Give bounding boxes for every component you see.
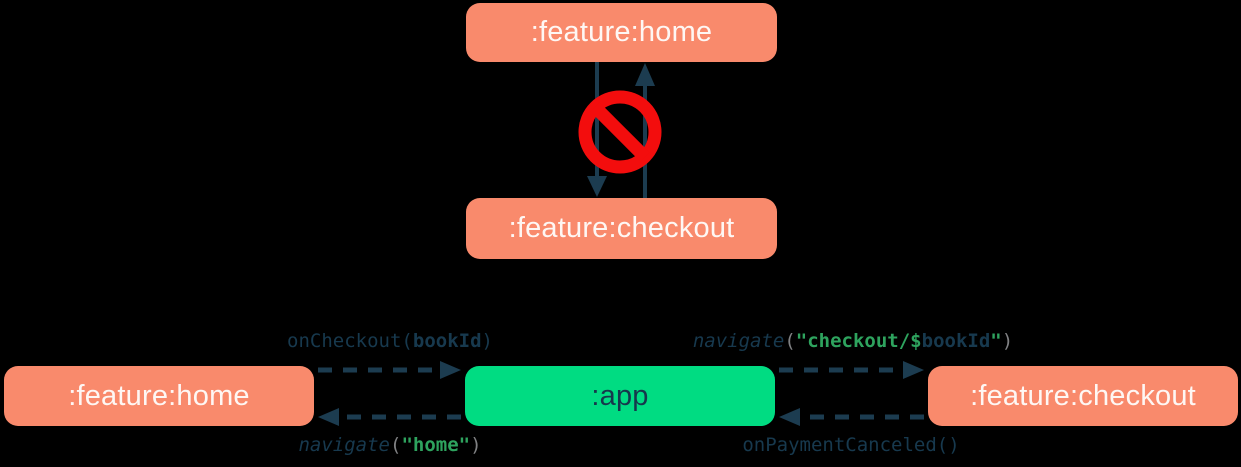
module-node-label: :feature:checkout <box>508 212 735 244</box>
no-entry-icon <box>578 90 662 174</box>
edge-label-navigate-checkout: navigate("checkout/$bookId") <box>692 330 1014 352</box>
module-node-label: :feature:home <box>68 379 250 412</box>
edge-navigate-home-arrow <box>318 408 461 426</box>
edge-label-oncheckout: onCheckout(bookId) <box>287 330 493 352</box>
module-node-feature-checkout-top: :feature:checkout <box>466 198 777 259</box>
module-node-label: :feature:checkout <box>970 379 1196 412</box>
edge-navigate-checkout-arrow <box>779 361 924 379</box>
module-node-label: :feature:home <box>530 16 713 48</box>
edge-oncheckout-arrow <box>318 361 461 379</box>
module-node-feature-home: :feature:home <box>4 366 314 426</box>
module-node-feature-home-top: :feature:home <box>466 3 777 62</box>
module-node-feature-checkout: :feature:checkout <box>928 366 1238 426</box>
edge-label-navigate-home: navigate("home") <box>298 434 482 456</box>
module-node-label: :app <box>591 379 649 412</box>
edge-label-onpaymentcanceled: onPaymentCanceled() <box>742 434 960 456</box>
edge-onpaymentcanceled-arrow <box>779 408 924 426</box>
module-node-app: :app <box>465 366 775 426</box>
